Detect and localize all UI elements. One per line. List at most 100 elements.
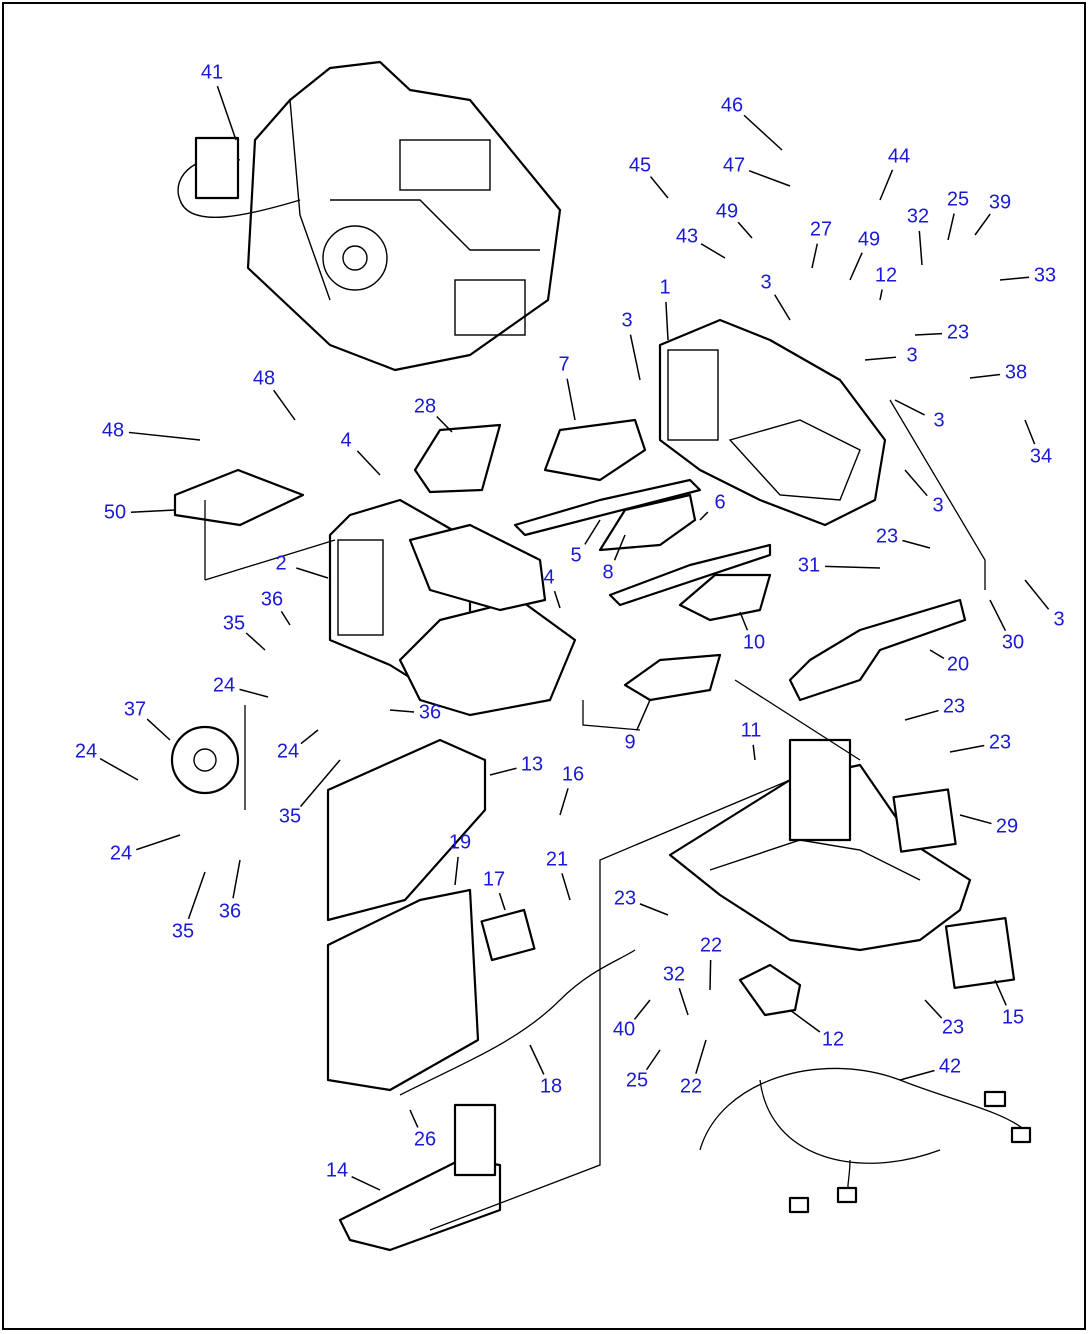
callout-leader [904, 469, 928, 497]
connector [1010, 1126, 1032, 1144]
assembled-air-conditioner-unit [177, 60, 562, 372]
callout-leader [1024, 419, 1036, 445]
callout-label: 24 [277, 740, 299, 762]
wiring-harness-42 [699, 1067, 1026, 1201]
callout-leader [454, 856, 459, 886]
callout-label: 23 [942, 1016, 964, 1038]
callout-label: 35 [223, 612, 245, 634]
callout-leader [999, 276, 1030, 281]
callout-leader [584, 519, 601, 545]
callout-label: 44 [888, 145, 910, 167]
callout-leader [789, 1009, 821, 1033]
callout-leader [918, 230, 923, 266]
lower-case [668, 738, 972, 952]
callout-label: 23 [947, 321, 969, 343]
heater-case-left [328, 498, 577, 717]
evaporator-19 [326, 888, 480, 1092]
callout-label: 22 [680, 1075, 702, 1097]
gasket-29 [892, 788, 957, 853]
callout-label: 3 [906, 344, 917, 366]
callout-leader [99, 757, 139, 781]
callout-leader [636, 699, 651, 731]
callout-leader [128, 431, 201, 441]
callout-label: 25 [947, 188, 969, 210]
callout-leader [135, 834, 181, 851]
callout-label: 32 [907, 205, 929, 227]
callout-leader [748, 170, 791, 187]
callout-label: 42 [939, 1055, 961, 1077]
damper-gear-37 [170, 725, 240, 795]
callout-label: 8 [602, 561, 613, 583]
callout-label: 23 [943, 695, 965, 717]
callout-leader [700, 243, 726, 259]
callout-leader [864, 356, 897, 361]
gasket-28 [413, 423, 502, 494]
servo-motor-12 [738, 963, 802, 1017]
callout-leader [489, 767, 517, 776]
callout-label: 22 [700, 934, 722, 956]
callout-label: 16 [562, 763, 584, 785]
callout-leader [949, 744, 985, 753]
callout-leader [299, 759, 341, 807]
callout-label: 47 [723, 154, 745, 176]
callout-label: 24 [75, 740, 97, 762]
callout-leader [739, 611, 749, 631]
callout-label: 28 [414, 395, 436, 417]
callout-leader [969, 373, 1001, 379]
callout-label: 3 [933, 409, 944, 431]
callout-leader [280, 610, 291, 626]
callout-label: 41 [201, 61, 223, 83]
callout-label: 36 [261, 588, 283, 610]
callout-leader [273, 389, 296, 421]
callout-label: 11 [741, 719, 762, 741]
callout-leader [989, 599, 1007, 631]
callout-label: 5 [570, 544, 581, 566]
assembly-line [429, 779, 791, 1231]
callout-label: 4 [543, 566, 554, 588]
callout-label: 24 [213, 674, 235, 696]
callout-leader [645, 1049, 661, 1071]
callout-label: 1 [659, 276, 670, 298]
callout-label: 13 [521, 753, 543, 775]
callout-label: 32 [663, 963, 685, 985]
callout-label: 23 [876, 525, 898, 547]
callout-label: 4 [340, 429, 351, 451]
callout-leader [146, 718, 171, 741]
callout-leader [389, 709, 415, 713]
callout-label: 45 [629, 154, 651, 176]
assembly-line [734, 679, 861, 761]
callout-leader [947, 213, 955, 241]
callout-leader [737, 221, 753, 239]
callout-label: 20 [947, 653, 969, 675]
callout-leader [239, 688, 269, 698]
callout-label: 36 [419, 701, 441, 723]
callout-label: 46 [721, 94, 743, 116]
duct-20 [788, 598, 967, 702]
plate-5 [513, 478, 702, 537]
callout-leader [879, 169, 894, 201]
callout-label: 18 [540, 1075, 562, 1097]
callout-label: 48 [253, 367, 275, 389]
callout-label: 49 [716, 200, 738, 222]
callout-leader [924, 999, 943, 1019]
callout-leader [849, 252, 863, 281]
callout-label: 3 [760, 271, 771, 293]
callout-leader [899, 1069, 935, 1081]
callout-label: 36 [219, 900, 241, 922]
callout-leader [245, 632, 266, 651]
callout-leader [894, 399, 925, 416]
callout-label: 9 [624, 731, 635, 753]
callout-label: 23 [614, 887, 636, 909]
callout-leader [665, 301, 669, 341]
connector [788, 1196, 810, 1214]
callout-label: 15 [1002, 1006, 1024, 1028]
callout-leader [613, 534, 626, 561]
connector [836, 1186, 858, 1204]
callout-leader [351, 1175, 381, 1191]
callout-label: 39 [989, 191, 1011, 213]
callout-label: 40 [613, 1018, 635, 1040]
callout-leader [559, 788, 569, 816]
callout-leader [296, 567, 329, 579]
